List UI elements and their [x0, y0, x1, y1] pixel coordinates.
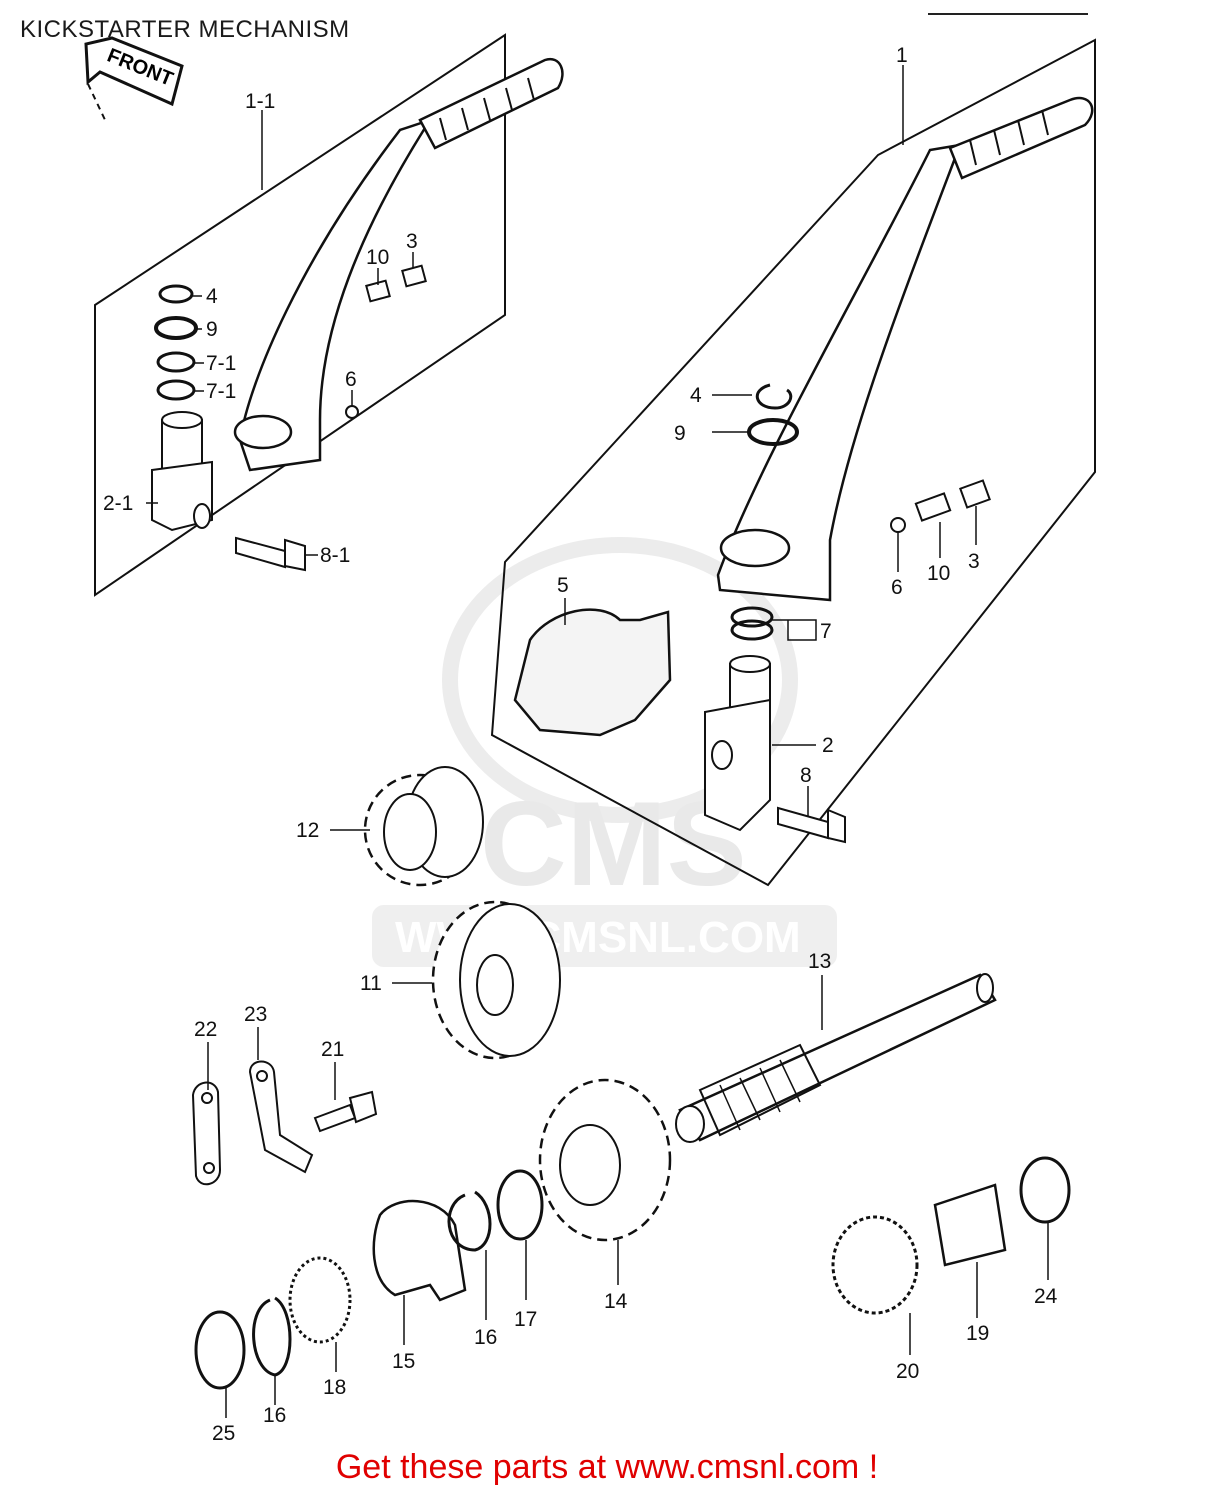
callout-20: 20 [896, 1360, 919, 1383]
watermark-logo: CMS [480, 777, 747, 911]
callout-labels: 1-1 4 9 7-1 7-1 2-1 8-1 10 3 6 1 4 9 6 1… [103, 44, 1058, 1445]
kick-arm-left [233, 57, 564, 472]
callout-14: 14 [604, 1290, 628, 1313]
callout-16: 16 [263, 1404, 286, 1427]
callout-15: 15 [392, 1350, 415, 1373]
callout-7: 7 [820, 620, 832, 643]
shaft-13 [675, 973, 997, 1143]
shaft-right [704, 655, 771, 832]
callout-7-1: 7-1 [206, 380, 236, 403]
callout-3: 3 [968, 550, 980, 573]
gear-14 [538, 1078, 672, 1242]
callout-21: 21 [321, 1038, 344, 1061]
callout-24: 24 [1034, 1285, 1058, 1308]
callout-22: 22 [194, 1018, 217, 1041]
callout-8-1: 8-1 [320, 544, 350, 567]
panel-left-assembly [94, 33, 506, 597]
shaft-left [151, 411, 213, 532]
lower-parts [194, 1156, 1071, 1390]
callout-4: 4 [690, 384, 702, 407]
gear-12 [363, 766, 484, 887]
callout-10: 10 [927, 562, 950, 585]
callout-16: 16 [474, 1326, 497, 1349]
leader-lines [146, 65, 1049, 1418]
callout-4: 4 [206, 285, 218, 308]
callout-2-1: 2-1 [103, 492, 133, 515]
front-arrow-icon: FRONT [84, 36, 184, 123]
callout-17: 17 [514, 1308, 537, 1331]
callout-10: 10 [366, 246, 389, 269]
callout-1: 1 [896, 44, 908, 67]
callout-25: 25 [212, 1422, 235, 1445]
callout-23: 23 [244, 1003, 267, 1026]
callout-18: 18 [323, 1376, 346, 1399]
panel-right-assembly [490, 38, 1096, 887]
callout-6: 6 [891, 576, 903, 599]
callout-13: 13 [808, 950, 831, 973]
page-title: KICKSTARTER MECHANISM [20, 16, 350, 43]
callout-3: 3 [406, 230, 418, 253]
callout-9: 9 [674, 422, 686, 445]
plates-and-bolt [191, 1060, 378, 1186]
callout-19: 19 [966, 1322, 989, 1345]
right-small-parts [730, 383, 991, 844]
kick-case-5 [513, 608, 672, 737]
callout-11: 11 [360, 972, 382, 995]
callout-7-1: 7-1 [206, 352, 236, 375]
callout-6: 6 [345, 368, 357, 391]
left-rings [154, 264, 427, 572]
callout-12: 12 [296, 819, 319, 842]
callout-5: 5 [557, 574, 569, 597]
callout-8: 8 [800, 764, 812, 787]
callout-1-1: 1-1 [245, 90, 275, 113]
callout-9: 9 [206, 318, 218, 341]
kick-arm-right [716, 96, 1094, 602]
gear-11 [431, 900, 561, 1060]
parts-shop-link[interactable]: Get these parts at www.cmsnl.com ! [335, 1448, 879, 1486]
callout-2: 2 [822, 734, 834, 757]
